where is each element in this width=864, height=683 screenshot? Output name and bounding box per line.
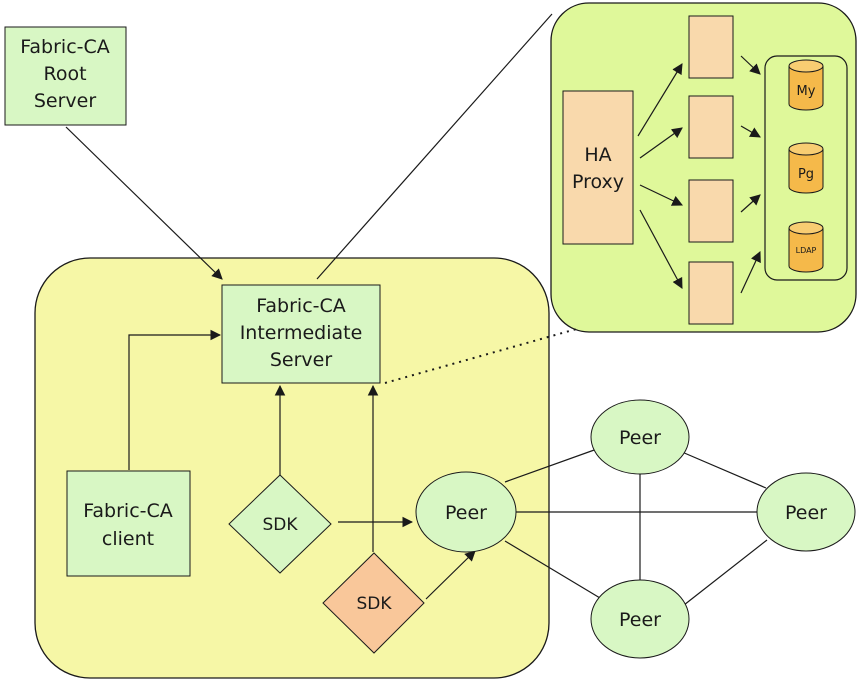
ca-server-instance-2[interactable] bbox=[688, 95, 734, 159]
db-arrow-4 bbox=[740, 251, 761, 294]
sdk-orange-label: SDK bbox=[356, 594, 392, 614]
ha-proxy-line-1: HA bbox=[584, 144, 611, 166]
client-line-1: Fabric-CA bbox=[83, 500, 173, 522]
root-ca-line-3: Server bbox=[34, 90, 96, 112]
client-to-intermediate-arrow bbox=[128, 329, 222, 470]
ca-server-instance-4[interactable] bbox=[688, 261, 734, 325]
proxy-to-server-arrows bbox=[637, 63, 683, 289]
intermediate-ca-line-3: Server bbox=[270, 349, 332, 371]
edge-top-right bbox=[681, 451, 767, 489]
sdk-green-label: SDK bbox=[262, 515, 298, 535]
zoom-callout-line bbox=[316, 13, 553, 280]
root-ca-line-2: Root bbox=[43, 63, 86, 85]
edge-main-bottom bbox=[504, 540, 601, 599]
peer-network-edges bbox=[504, 448, 768, 606]
proxy-arrow-3 bbox=[639, 184, 683, 206]
proxy-arrow-4 bbox=[639, 209, 683, 289]
peer-right[interactable]: Peer bbox=[756, 472, 856, 552]
db-ldap[interactable]: LDAP bbox=[788, 221, 824, 273]
db-mysql[interactable]: My bbox=[788, 59, 824, 111]
server-to-db-arrows bbox=[740, 55, 761, 294]
ca-server-instance-3[interactable] bbox=[688, 179, 734, 243]
sdk-orange-to-peer-arrow bbox=[425, 550, 476, 600]
root-to-intermediate-arrow bbox=[65, 126, 223, 280]
peer-main[interactable]: Peer bbox=[415, 471, 517, 553]
peer-top-label: Peer bbox=[619, 427, 661, 449]
intermediate-ca-line-1: Fabric-CA bbox=[256, 295, 346, 317]
sdk-green[interactable]: SDK bbox=[228, 474, 332, 574]
ha-proxy[interactable]: HA Proxy bbox=[562, 90, 634, 245]
db-ldap-label: LDAP bbox=[796, 246, 817, 255]
intermediate-ca-line-2: Intermediate bbox=[240, 322, 363, 344]
peer-top[interactable]: Peer bbox=[590, 399, 690, 475]
zoom-callout-dotted-line bbox=[384, 327, 581, 384]
root-ca-line-1: Fabric-CA bbox=[20, 36, 110, 58]
intermediate-ca-server[interactable]: Fabric-CA Intermediate Server bbox=[221, 284, 381, 384]
proxy-arrow-2 bbox=[639, 127, 683, 159]
db-arrow-2 bbox=[740, 125, 761, 138]
db-postgres-label: Pg bbox=[798, 167, 814, 182]
edge-bottom-right bbox=[683, 539, 768, 606]
peer-right-label: Peer bbox=[785, 502, 827, 524]
db-mysql-label: My bbox=[797, 84, 816, 99]
ha-proxy-line-2: Proxy bbox=[572, 171, 624, 193]
ca-server-instance-1[interactable] bbox=[688, 15, 734, 79]
fabric-ca-client[interactable]: Fabric-CA client bbox=[66, 470, 191, 577]
peer-bottom-label: Peer bbox=[619, 609, 661, 631]
peer-bottom[interactable]: Peer bbox=[590, 579, 690, 659]
client-line-2: client bbox=[102, 528, 154, 550]
edge-main-top bbox=[504, 448, 598, 483]
db-arrow-1 bbox=[740, 55, 761, 75]
db-arrow-3 bbox=[740, 194, 761, 213]
db-postgres[interactable]: Pg bbox=[788, 142, 824, 194]
proxy-arrow-1 bbox=[637, 63, 683, 137]
sdk-orange[interactable]: SDK bbox=[322, 552, 425, 654]
ca-server-instances bbox=[688, 15, 734, 325]
peer-main-label: Peer bbox=[445, 502, 487, 524]
root-ca-server[interactable]: Fabric-CA Root Server bbox=[4, 26, 127, 126]
